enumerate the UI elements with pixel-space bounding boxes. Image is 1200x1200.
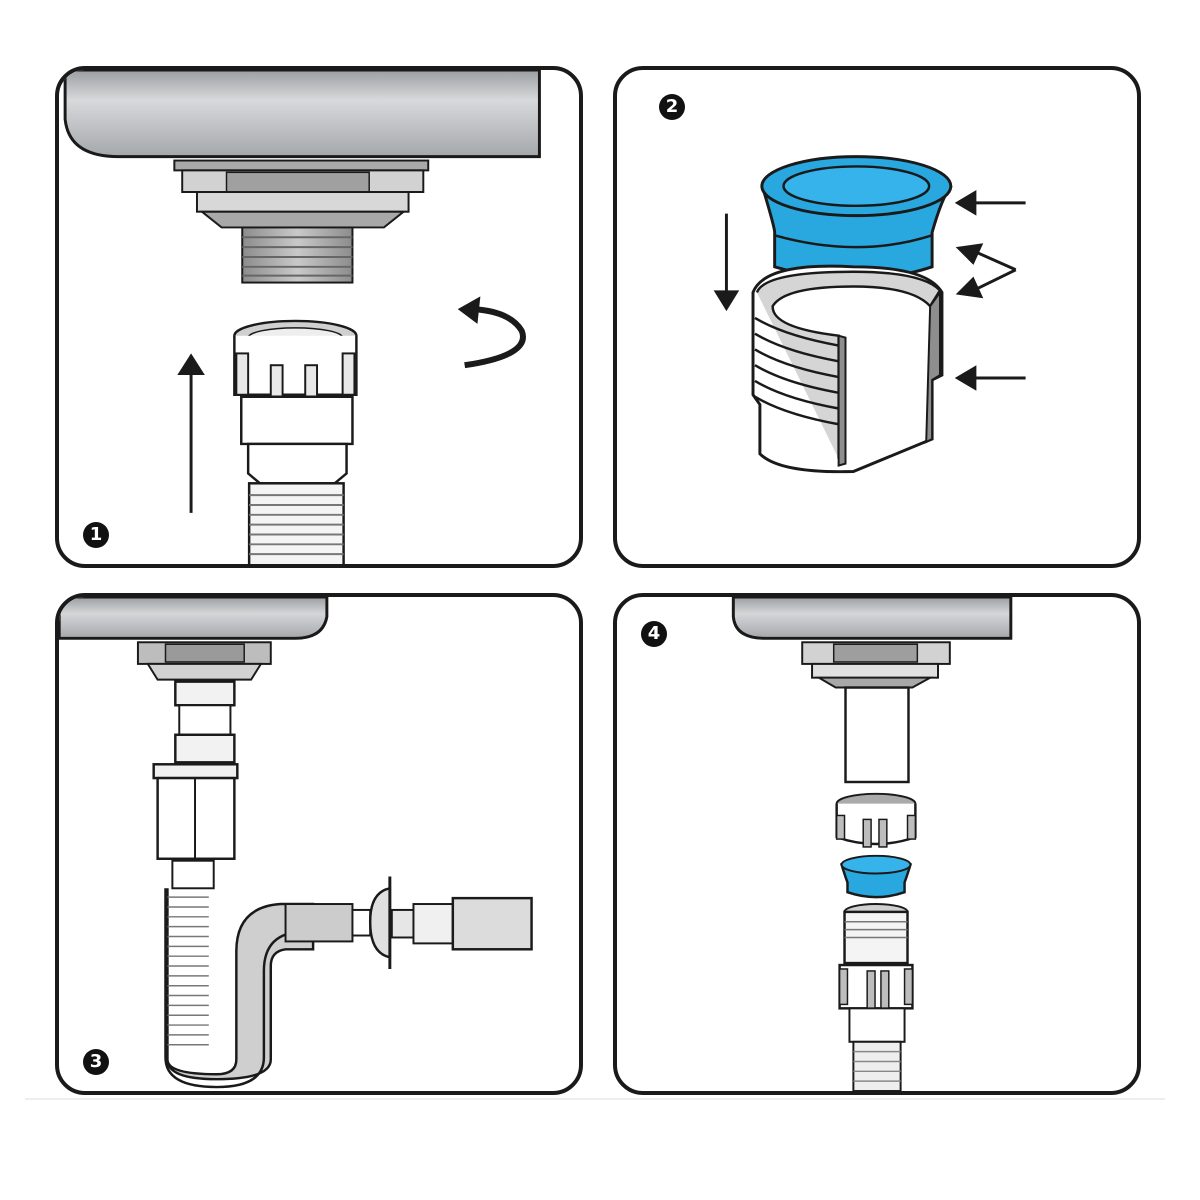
sink-outlet-fitting xyxy=(136,641,272,681)
threaded-hose-connector xyxy=(838,903,914,1091)
step-2-panel: 2 xyxy=(613,66,1141,568)
wall-connection xyxy=(351,876,533,969)
step-number-badge: 3 xyxy=(83,1049,109,1075)
sink-basin xyxy=(731,597,1013,640)
union-nuts xyxy=(174,680,236,764)
left-arrow-seal-icon xyxy=(954,190,1026,216)
blue-seal xyxy=(839,854,913,899)
step-4-panel: 4 xyxy=(613,593,1141,1095)
step-4-illustration xyxy=(731,597,1013,1091)
sink-outlet-fitting xyxy=(173,159,430,284)
step-1-illustration xyxy=(59,70,541,564)
threaded-fitting-cutaway xyxy=(751,264,944,474)
up-arrow-icon xyxy=(177,353,205,513)
union-nut xyxy=(835,792,917,848)
step-3-illustration xyxy=(59,597,533,1089)
sink-outlet-fitting xyxy=(801,641,951,689)
step-2-illustration xyxy=(713,155,1026,474)
left-arrow-step-icon xyxy=(954,365,1026,391)
divider xyxy=(25,1098,1165,1100)
rotate-arrow-icon xyxy=(457,296,526,369)
sink-basin xyxy=(59,70,541,159)
step-number-badge: 2 xyxy=(659,94,685,120)
double-left-arrow-rim-icon xyxy=(955,243,1017,299)
step-number-badge: 1 xyxy=(83,522,109,548)
blue-conical-seal xyxy=(760,155,953,281)
step-3-panel: 3 xyxy=(55,593,583,1095)
bottle-trap xyxy=(152,763,239,860)
flexible-hose-connector xyxy=(233,319,358,564)
step-number-badge: 4 xyxy=(641,621,667,647)
sink-basin xyxy=(59,597,329,640)
step-1-panel: 1 xyxy=(55,66,583,568)
down-arrow-icon xyxy=(713,213,740,312)
flexible-hose xyxy=(164,859,354,1089)
outlet-pipe xyxy=(844,686,910,784)
